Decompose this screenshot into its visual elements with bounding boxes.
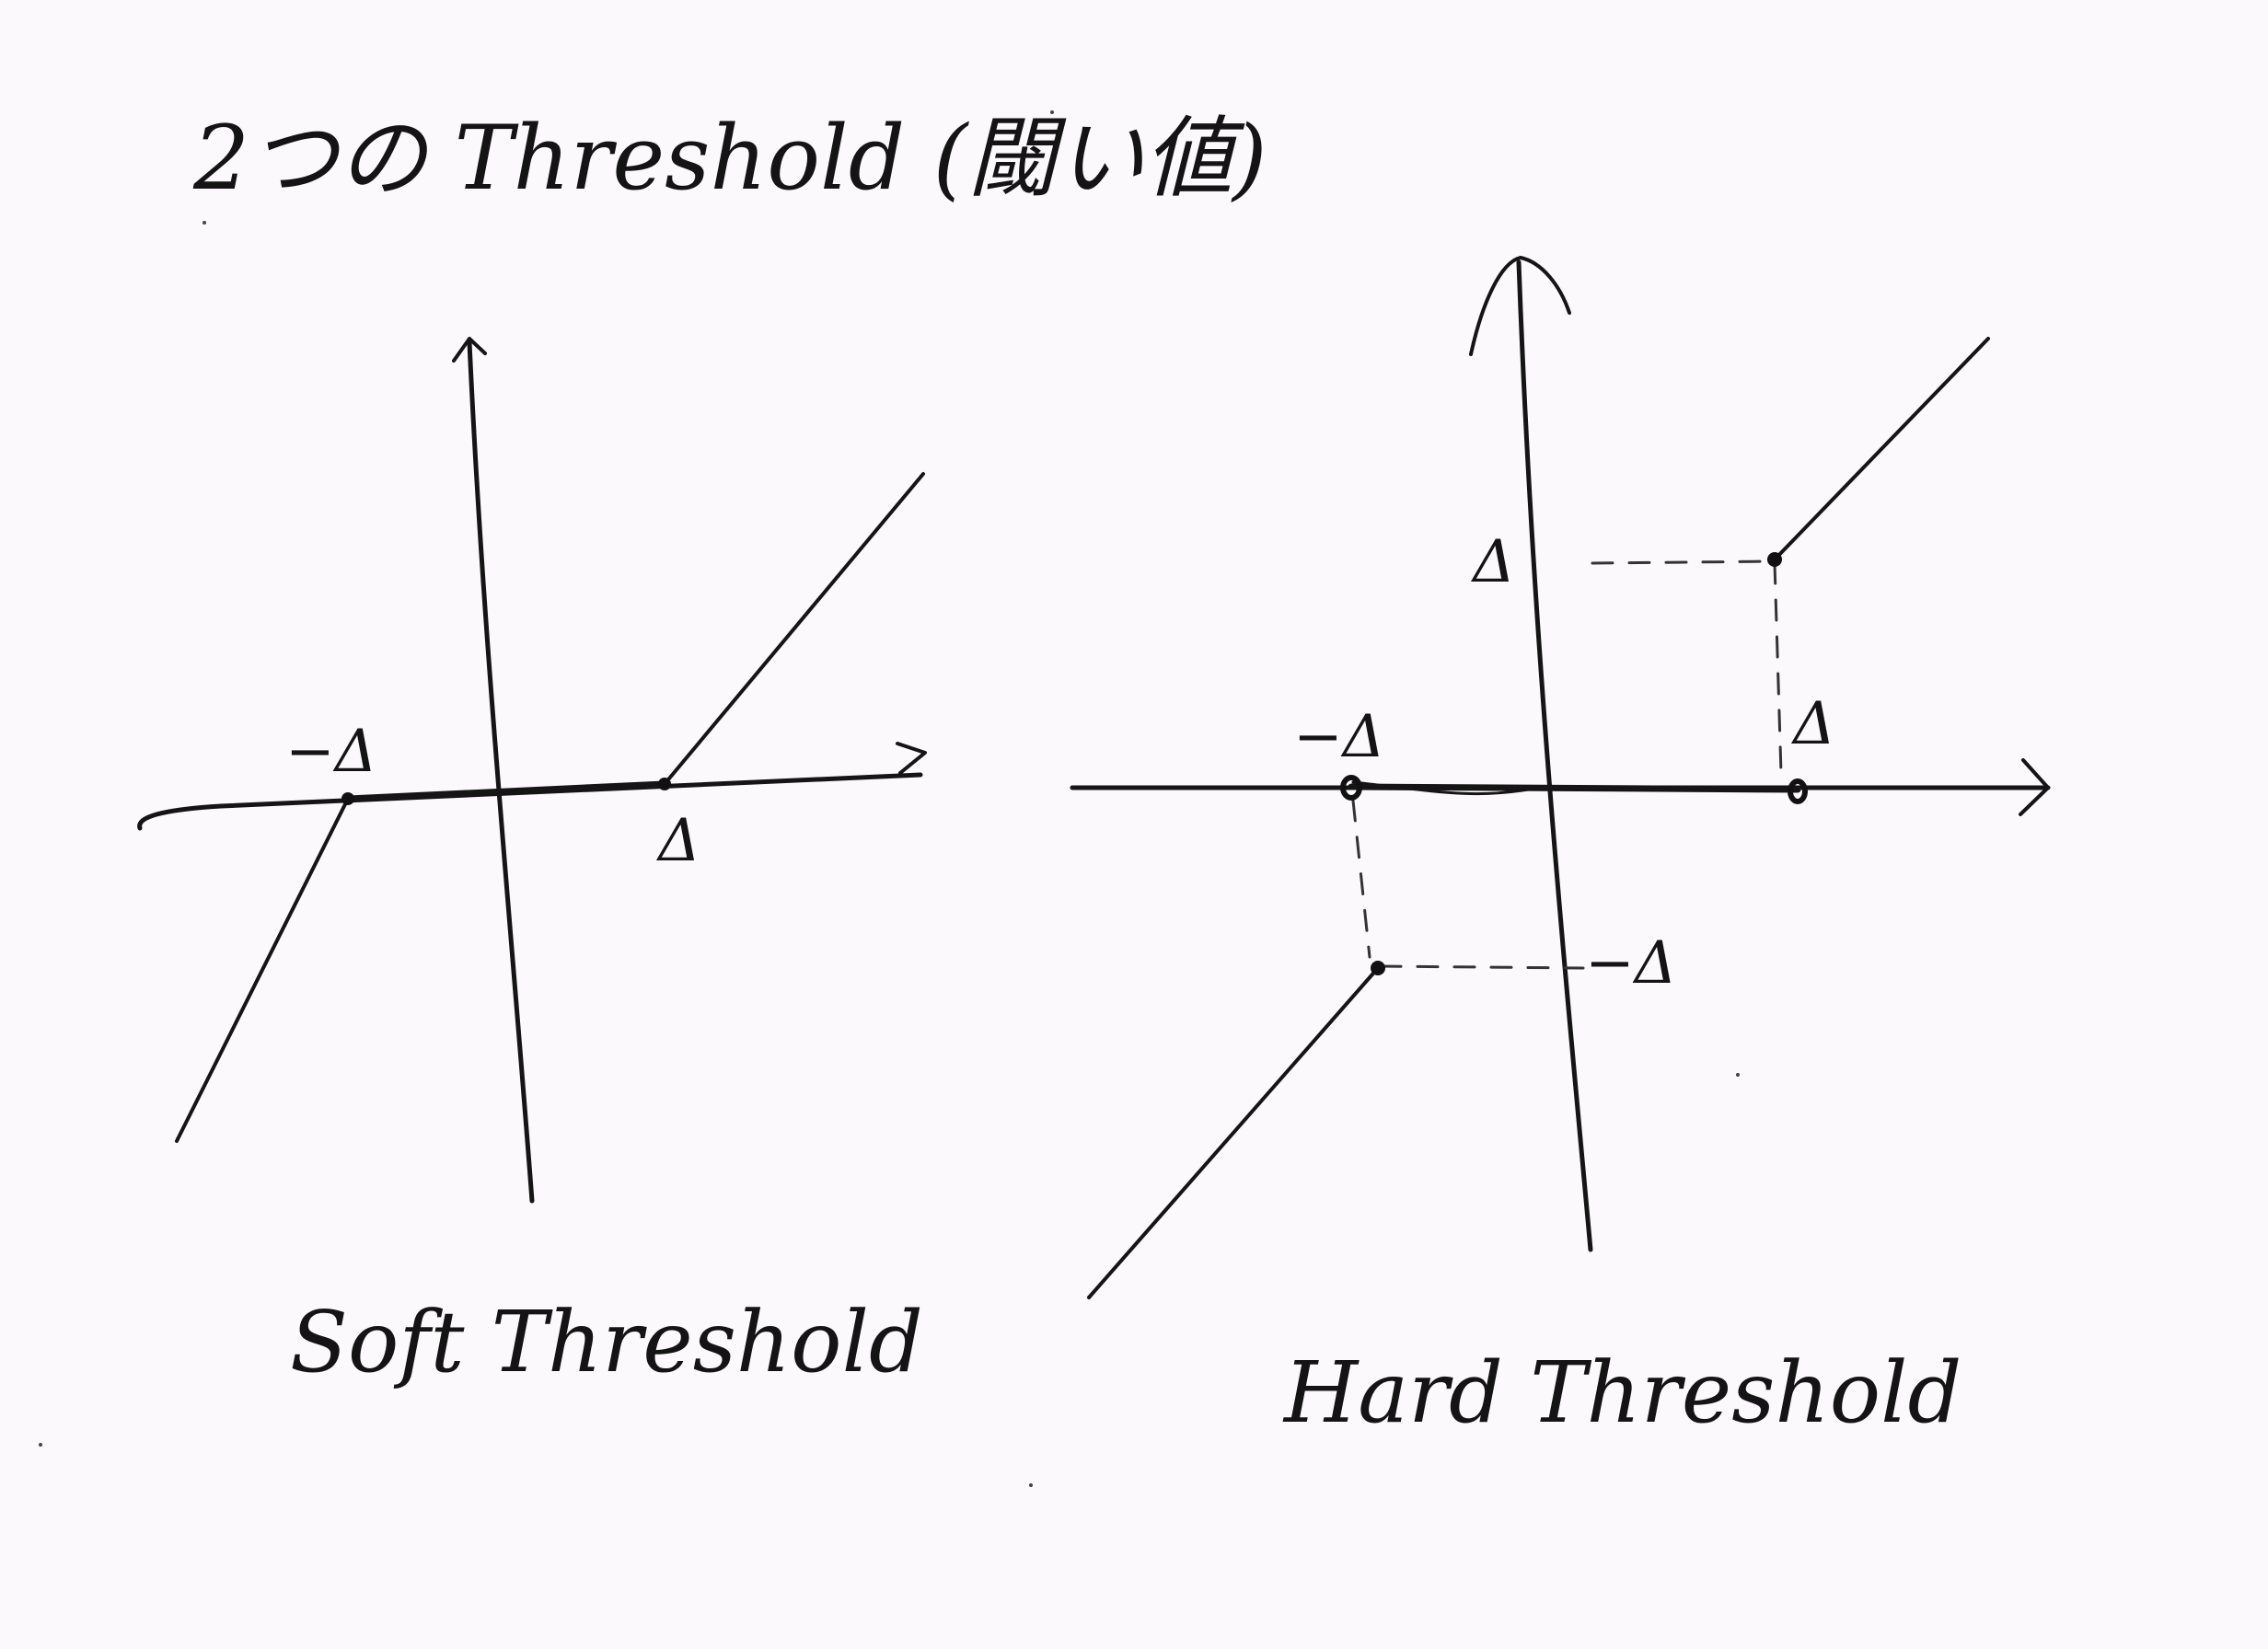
hard-x-axis-arrowhead	[2019, 758, 2050, 816]
page-title: 2つの Threshold (閾い値)	[192, 107, 1267, 210]
soft-pos-threshold-point	[658, 778, 671, 790]
soft-zero-segment	[344, 780, 668, 802]
soft-x-axis	[137, 772, 923, 831]
paper-speck	[1029, 1483, 1033, 1487]
soft-caption: Soft Threshold	[290, 1293, 923, 1391]
hard-positive-branch	[1773, 337, 1990, 561]
hard-x-delta-label: Δ	[1790, 690, 1835, 758]
hard-pos-open-point	[1788, 778, 1808, 804]
soft-x-axis-arrowhead	[896, 742, 927, 775]
soft-negative-branch	[175, 797, 350, 1143]
soft-threshold-diagram: −Δ Δ Soft Threshold	[137, 337, 927, 1391]
paper-speck	[1050, 110, 1054, 114]
hard-neg-delta-label: −Δ	[1293, 703, 1385, 771]
hard-negative-branch	[1087, 966, 1380, 1299]
hard-y-axis-arrowhead	[1469, 256, 1571, 356]
soft-y-axis-arrowhead	[452, 337, 487, 363]
hard-threshold-diagram: Δ Δ −Δ −Δ Hard Threshold	[1070, 256, 2051, 1442]
hard-neg-horizontal-guide	[1379, 964, 1585, 970]
hard-caption: Hard Threshold	[1282, 1343, 1961, 1442]
soft-positive-branch	[663, 472, 925, 786]
hard-neg-open-point	[1340, 775, 1362, 801]
hard-pos-horizontal-guide	[1591, 559, 1776, 565]
soft-neg-delta-label: −Δ	[285, 718, 377, 786]
hard-neg-vertical-guide	[1351, 799, 1371, 959]
hard-y-delta-label: Δ	[1470, 528, 1515, 596]
hard-pos-vertical-guide	[1773, 561, 1783, 775]
hard-zero-segment	[1348, 783, 1801, 793]
hard-y-axis	[1516, 259, 1593, 1252]
paper-speck	[202, 221, 206, 225]
soft-neg-threshold-point	[341, 792, 354, 805]
hard-y-neg-delta-label: −Δ	[1585, 929, 1677, 997]
paper-speck	[1736, 1073, 1740, 1077]
soft-y-axis	[467, 340, 535, 1204]
hard-pos-jump-point	[1767, 552, 1782, 567]
hard-neg-jump-point	[1371, 961, 1385, 975]
hard-zero-scribble	[1351, 780, 1530, 796]
soft-pos-delta-label: Δ	[655, 807, 700, 875]
paper-speck	[39, 1443, 42, 1447]
